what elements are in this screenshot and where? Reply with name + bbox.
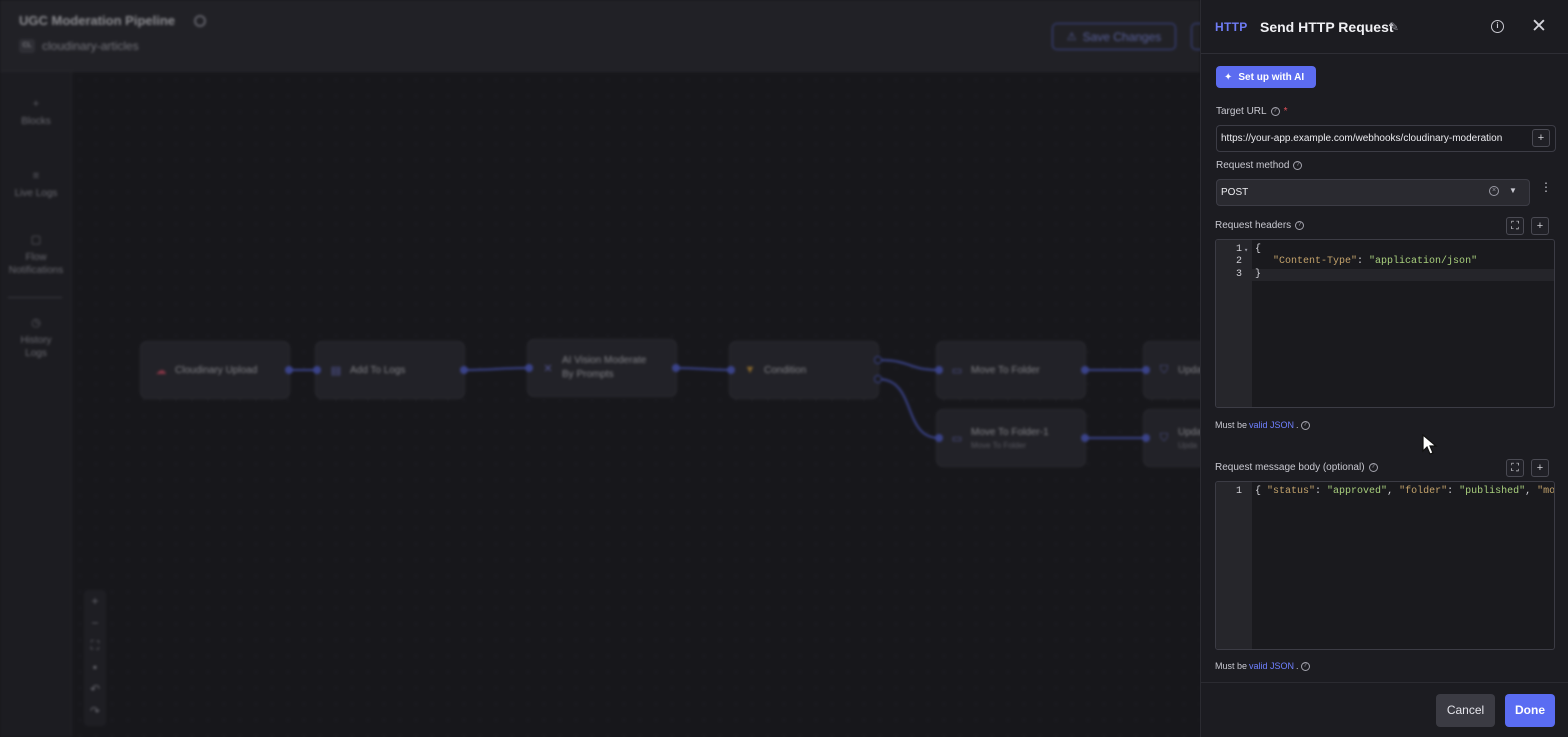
pencil-icon[interactable]: ✎ bbox=[1389, 20, 1400, 34]
clear-selection-icon[interactable]: × bbox=[1489, 186, 1499, 196]
node-port[interactable] bbox=[672, 364, 680, 372]
plus-icon: + bbox=[32, 98, 40, 110]
flow-title: UGC Moderation Pipeline bbox=[19, 13, 176, 28]
help-icon[interactable]: ? bbox=[1293, 161, 1303, 170]
node-label: Upda bbox=[1178, 426, 1202, 438]
node-label: Move To Folder bbox=[971, 364, 1040, 376]
warning-icon: ⚠ bbox=[1066, 31, 1077, 43]
http-request-panel: HTTP Send HTTP Request ✎ i ✕ ✦ Set up wi… bbox=[1200, 0, 1568, 737]
sidebar-divider bbox=[8, 297, 62, 298]
eye-icon: ✕ bbox=[543, 362, 553, 375]
mouse-cursor-icon bbox=[1422, 434, 1438, 455]
sidebar-item-history-logs[interactable]: ◷ History Logs bbox=[0, 317, 72, 360]
shield-icon: ⛉ bbox=[1159, 431, 1169, 444]
sidebar-item-blocks[interactable]: + Blocks bbox=[0, 98, 72, 128]
project-name: cloudinary-articles bbox=[42, 39, 139, 53]
flow-node-condition[interactable]: ▼ Condition bbox=[729, 341, 879, 399]
panel-title: Send HTTP Request bbox=[1260, 19, 1394, 35]
gear-icon[interactable] bbox=[194, 15, 206, 27]
node-label: Add To Logs bbox=[350, 364, 406, 376]
node-port[interactable] bbox=[285, 366, 293, 374]
folder-icon: ▭ bbox=[951, 432, 963, 445]
close-icon[interactable]: ✕ bbox=[1531, 16, 1547, 37]
node-port[interactable] bbox=[313, 366, 321, 374]
help-icon[interactable]: ? bbox=[1270, 107, 1280, 116]
more-options-icon[interactable]: ⋮ bbox=[1540, 180, 1552, 194]
node-port[interactable] bbox=[935, 434, 943, 442]
target-url-label: Target URL ? * bbox=[1216, 106, 1287, 117]
sidebar-item-live-logs[interactable]: ≡ Live Logs bbox=[0, 170, 72, 200]
node-port[interactable] bbox=[874, 356, 882, 364]
flow-node-move-to-folder-1[interactable]: ▭ Move To Folder-1 Move To Folder bbox=[936, 409, 1086, 467]
flow-node-add-to-logs[interactable]: ▤ Add To Logs bbox=[315, 341, 465, 399]
sidebar-item-label: Flow Notifications bbox=[8, 252, 64, 276]
sparkle-icon: ✦ bbox=[1224, 71, 1233, 83]
node-port[interactable] bbox=[1142, 366, 1150, 374]
flow-node-move-to-folder[interactable]: ▭ Move To Folder bbox=[936, 341, 1086, 399]
node-port[interactable] bbox=[1081, 434, 1089, 442]
shield-icon: ⛉ bbox=[1159, 363, 1169, 376]
book-icon: ▢ bbox=[30, 234, 42, 246]
canvas-controls: + − ⛶ ▪ ↶ ↷ bbox=[84, 590, 106, 726]
node-sublabel: Upda bbox=[1178, 440, 1198, 450]
flow-canvas[interactable]: ☁ Cloudinary Upload ▤ Add To Logs ✕ AI V… bbox=[72, 72, 1223, 737]
node-label: AI Vision Moderate By Prompts bbox=[562, 355, 647, 380]
flow-edges bbox=[289, 359, 1145, 439]
node-label: Upda bbox=[1178, 364, 1202, 376]
node-port[interactable] bbox=[525, 364, 533, 372]
node-label: Condition bbox=[764, 364, 807, 376]
target-url-input[interactable]: https://your-app.example.com/webhooks/cl… bbox=[1216, 125, 1556, 152]
setup-with-ai-label: Set up with AI bbox=[1238, 71, 1305, 83]
info-icon[interactable]: i bbox=[1491, 20, 1504, 33]
redo-icon[interactable]: ↷ bbox=[89, 704, 101, 718]
history-icon: ◷ bbox=[31, 317, 41, 329]
request-method-select[interactable]: POST bbox=[1216, 179, 1530, 206]
fit-view-icon[interactable]: ⛶ bbox=[90, 638, 100, 652]
panel-header: HTTP Send HTTP Request ✎ i ✕ bbox=[1201, 0, 1568, 54]
node-port[interactable] bbox=[874, 375, 882, 383]
sidebar-item-label: History Logs bbox=[20, 335, 52, 359]
list-icon: ≡ bbox=[32, 170, 40, 182]
node-port[interactable] bbox=[1142, 434, 1150, 442]
lock-icon[interactable]: ▪ bbox=[92, 660, 98, 674]
node-label: Cloudinary Upload bbox=[175, 364, 258, 376]
node-sublabel: Move To Folder bbox=[971, 440, 1026, 450]
cloud-icon: ☁ bbox=[155, 364, 167, 377]
folder-icon: ▭ bbox=[951, 364, 963, 377]
sidebar-item-flow-notifications[interactable]: ▢ Flow Notifications bbox=[0, 234, 72, 277]
node-port[interactable] bbox=[1081, 366, 1089, 374]
zoom-in-icon[interactable]: + bbox=[91, 594, 99, 608]
node-port[interactable] bbox=[935, 366, 943, 374]
http-tag: HTTP bbox=[1215, 20, 1248, 34]
node-port[interactable] bbox=[727, 366, 735, 374]
insert-variable-button[interactable]: + bbox=[1532, 129, 1550, 147]
flow-node-cloudinary-upload[interactable]: ☁ Cloudinary Upload bbox=[140, 341, 290, 399]
sidebar-item-label: Blocks bbox=[21, 116, 51, 127]
project-badge: CL bbox=[19, 39, 35, 53]
required-asterisk: * bbox=[1283, 106, 1288, 117]
zoom-out-icon[interactable]: − bbox=[91, 616, 99, 630]
flow-node-ai-vision-moderate[interactable]: ✕ AI Vision Moderate By Prompts bbox=[527, 339, 677, 397]
flow-builder-background: UGC Moderation Pipeline CL cloudinary-ar… bbox=[0, 0, 1223, 737]
save-changes-label: Save Changes bbox=[1082, 29, 1162, 44]
sidebar-item-label: Live Logs bbox=[14, 188, 58, 199]
setup-with-ai-button[interactable]: ✦ Set up with AI bbox=[1216, 66, 1316, 88]
save-changes-button[interactable]: ⚠ Save Changes bbox=[1052, 23, 1176, 50]
request-method-label: Request method ? bbox=[1216, 160, 1303, 171]
target-url-label-text: Target URL bbox=[1216, 106, 1267, 117]
chevron-down-icon[interactable]: ▼ bbox=[1509, 186, 1517, 195]
filter-icon: ▼ bbox=[744, 364, 756, 376]
flow-topbar: UGC Moderation Pipeline CL cloudinary-ar… bbox=[0, 0, 1211, 72]
node-port[interactable] bbox=[460, 366, 468, 374]
request-method-label-text: Request method bbox=[1216, 160, 1290, 171]
list-icon: ▤ bbox=[330, 364, 342, 377]
node-label: Move To Folder-1 bbox=[971, 426, 1049, 438]
undo-icon[interactable]: ↶ bbox=[89, 682, 101, 696]
left-sidebar: + Blocks ≡ Live Logs ▢ Flow Notification… bbox=[0, 72, 72, 737]
